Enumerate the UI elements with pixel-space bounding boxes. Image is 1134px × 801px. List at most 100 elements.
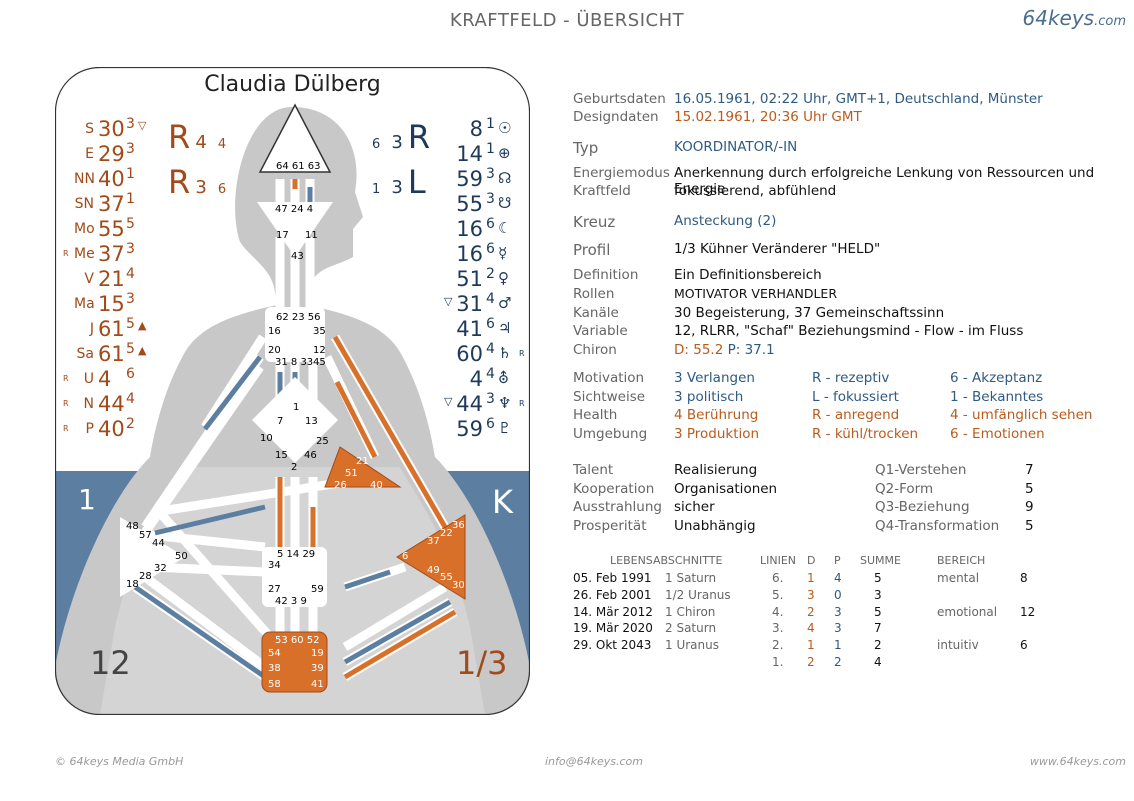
life-d: 2 (807, 604, 815, 619)
gate-number: 51 (456, 267, 483, 291)
line-number: 3 (126, 241, 135, 257)
planet-symbol: NN (74, 171, 95, 187)
variable-row-b: R - rezeptiv (812, 370, 890, 386)
planet-symbol: J (89, 321, 94, 337)
sacral-center (262, 547, 327, 607)
g-center (252, 377, 338, 463)
variable-row-c: 6 - Akzeptanz (950, 370, 1043, 386)
profile-label: Profil (573, 241, 611, 259)
variable-row-label: Motivation (573, 370, 645, 386)
gate-number: 37 (98, 192, 125, 216)
life-date: 14. Mär 2012 (573, 604, 653, 619)
variable-row-b: R - anregend (812, 407, 900, 423)
gate-number: 14 (456, 142, 483, 166)
gate-number: 55 (98, 217, 125, 241)
cross-label: Kreuz (573, 213, 616, 231)
exaltation-mark: ▽ (138, 119, 147, 132)
planet-symbol: Ma (74, 296, 95, 312)
life-phase: 1 Saturn (665, 571, 717, 585)
line-number: 4 (126, 266, 135, 282)
life-header: SUMME (860, 554, 901, 567)
defined-channels (133, 179, 457, 680)
life-p: 2 (834, 655, 842, 669)
solar-plexus-center (396, 514, 466, 600)
quarter-label: Q3-Beziehung (875, 499, 970, 515)
retro-mark: R (519, 399, 525, 408)
gate-number: 40 (98, 167, 125, 191)
planet-icon: ☊ (498, 169, 512, 187)
gate-number: 44 (456, 392, 483, 416)
life-sum: 5 (874, 604, 882, 619)
talent-label: Kooperation (573, 480, 655, 497)
line-number: 6 (126, 366, 135, 382)
life-area-number: 12 (1020, 604, 1036, 619)
variable-row-b: R - kühl/trocken (812, 425, 919, 442)
variable-row-c: 1 - Bekanntes (950, 388, 1044, 405)
design-arrow-top: R 4 4 (168, 118, 227, 156)
planet-symbol: Me (74, 246, 95, 262)
footer-email[interactable]: info@64keys.com (545, 755, 643, 768)
gate-number: 61 (98, 342, 125, 366)
planet-symbol: E (85, 146, 94, 162)
ajna-center (257, 202, 333, 257)
life-line: 6. (772, 571, 784, 585)
retro-mark: R (519, 349, 525, 358)
line-number: 1 (126, 191, 135, 207)
gate-number: 30 (98, 117, 125, 141)
life-phase: 1/2 Uranus (665, 587, 731, 602)
planet-symbol: N (83, 396, 94, 412)
gate-number: 55 (456, 192, 483, 216)
roles-value: MOTIVATOR VERHANDLER (674, 286, 838, 301)
planet-icon: ⛢ (498, 369, 509, 387)
life-p: 3 (834, 604, 842, 619)
line-number: 1 (486, 116, 495, 132)
energy-label: Energiemodus (573, 165, 670, 181)
footer-copyright: © 64keys Media GmbH (55, 755, 184, 768)
life-p: 1 (834, 638, 842, 653)
life-d: 1 (807, 571, 815, 585)
channels-label: Kanäle (573, 305, 619, 321)
variable-label: Variable (573, 323, 628, 339)
personality-arrow-bottom: 1 3 L (372, 163, 426, 201)
life-sum: 4 (874, 655, 882, 669)
roles-label: Rollen (573, 286, 615, 302)
life-line: 4. (772, 604, 784, 619)
line-number: 3 (126, 116, 135, 132)
cross-letter: K (492, 483, 513, 521)
retro-mark: R (63, 424, 69, 433)
brand-logo[interactable]: 64keys.com (1023, 6, 1127, 30)
line-number: 5 (126, 341, 135, 357)
line-number: 4 (486, 341, 495, 357)
footer-website[interactable]: www.64keys.com (1029, 755, 1126, 768)
variable-row-a: 4 Berührung (674, 407, 759, 423)
line-number: 2 (126, 416, 135, 432)
planet-symbol: Mo (74, 221, 95, 237)
life-sum: 3 (874, 587, 882, 602)
exaltation-mark: ▽ (444, 295, 453, 308)
page-title: KRAFTFELD - ÜBERSICHT (449, 10, 685, 31)
person-name: Claudia Dülberg (204, 72, 381, 97)
life-sum: 2 (874, 638, 882, 653)
variable-row-label: Umgebung (573, 425, 648, 442)
quarter-value: 7 (1025, 462, 1034, 478)
life-area: mental (937, 571, 980, 585)
design-arrow-bottom: R 3 6 (168, 163, 227, 201)
variable-row-b: L - fokussiert (812, 388, 899, 405)
life-header: LEBENSABSCHNITTE (610, 554, 723, 567)
quarter-label: Q2-Form (875, 480, 934, 497)
exaltation-mark: ▲ (138, 319, 147, 332)
personality-arrow-top: 6 3 R (372, 118, 431, 156)
talent-label: Talent (573, 462, 614, 478)
line-number: 3 (126, 291, 135, 307)
design-label: Designdaten (573, 109, 659, 125)
planet-icon: ♄ (498, 344, 512, 362)
life-sum: 5 (874, 571, 882, 585)
life-date: 05. Feb 1991 (573, 571, 652, 585)
life-d: 2 (807, 655, 815, 669)
gate-number: 37 (98, 242, 125, 266)
gate-number: 41 (456, 317, 483, 341)
variable-row-label: Health (573, 407, 618, 423)
planet-symbol: U (83, 371, 94, 387)
spleen-center (120, 517, 185, 597)
line-number: 4 (486, 291, 495, 307)
